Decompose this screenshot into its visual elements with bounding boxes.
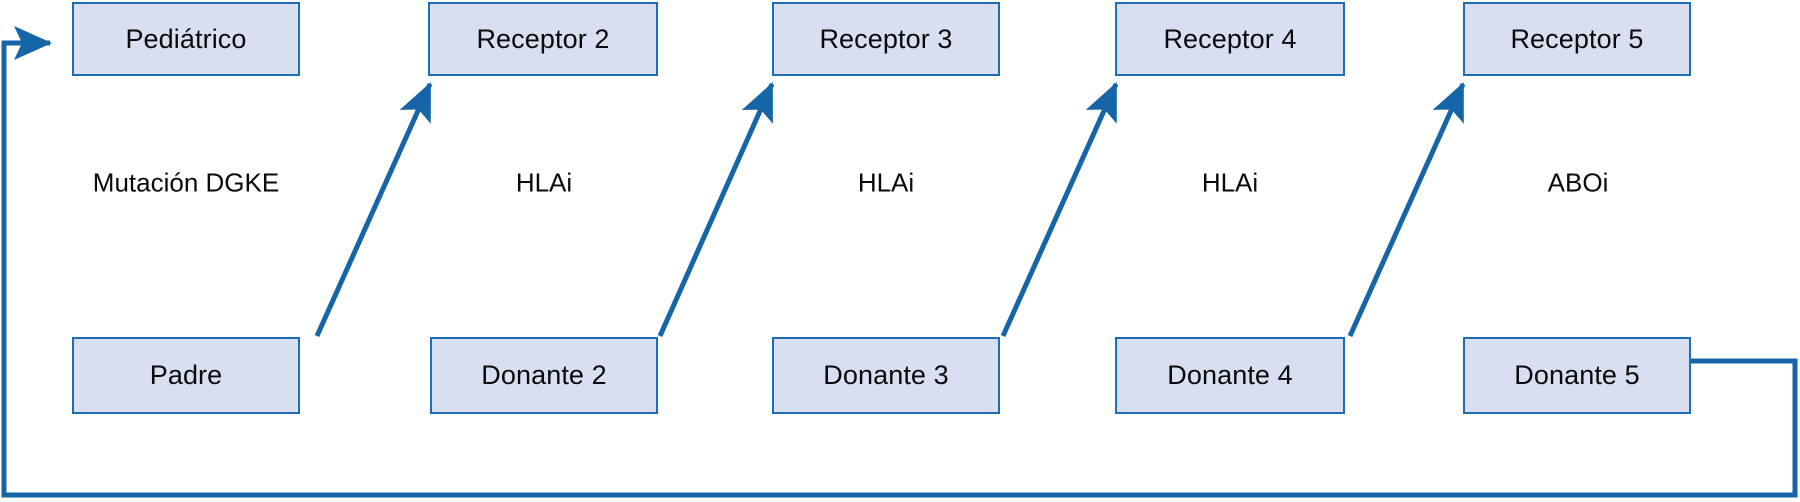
donor-box-5[interactable]: Donante 5 xyxy=(1463,337,1691,414)
donor-label-4: Donante 4 xyxy=(1167,360,1293,390)
incompatibility-label-4: HLAi xyxy=(1201,167,1259,198)
donor-box-2[interactable]: Donante 2 xyxy=(430,337,658,414)
edge-donor3-to-recipient4 xyxy=(1000,82,1119,338)
donor-label-1: Padre xyxy=(149,360,223,390)
edge-donor4-to-recipient5 xyxy=(1347,82,1466,338)
incompatibility-label-3: HLAi xyxy=(857,167,915,198)
donor-label-3: Donante 3 xyxy=(823,360,949,390)
recipient-box-2[interactable]: Receptor 2 xyxy=(428,2,658,76)
donor-box-4[interactable]: Donante 4 xyxy=(1115,337,1345,414)
incompatibility-label-5: ABOi xyxy=(1547,167,1609,198)
incompatibility-label-1: Mutación DGKE xyxy=(92,167,280,198)
donor-label-5: Donante 5 xyxy=(1514,360,1640,390)
recipient-label-4: Receptor 4 xyxy=(1163,23,1297,54)
donor-label-2: Donante 2 xyxy=(481,360,607,390)
recipient-box-4[interactable]: Receptor 4 xyxy=(1115,2,1345,76)
edge-donor1-to-recipient2 xyxy=(314,82,433,338)
incompatibility-label-2: HLAi xyxy=(515,167,573,198)
recipient-label-3: Receptor 3 xyxy=(819,23,953,54)
recipient-box-3[interactable]: Receptor 3 xyxy=(772,2,1000,76)
recipient-label-5: Receptor 5 xyxy=(1510,23,1644,54)
recipient-box-5[interactable]: Receptor 5 xyxy=(1463,2,1691,76)
edge-donor5-to-recipient1 xyxy=(1,25,1798,498)
recipient-box-pediatrico[interactable]: Pediátrico xyxy=(72,2,300,76)
recipient-label-1: Pediátrico xyxy=(125,23,247,54)
edge-donor2-to-recipient3 xyxy=(657,82,775,338)
donor-box-3[interactable]: Donante 3 xyxy=(772,337,1000,414)
recipient-label-2: Receptor 2 xyxy=(476,23,610,54)
donor-box-padre[interactable]: Padre xyxy=(72,337,300,414)
